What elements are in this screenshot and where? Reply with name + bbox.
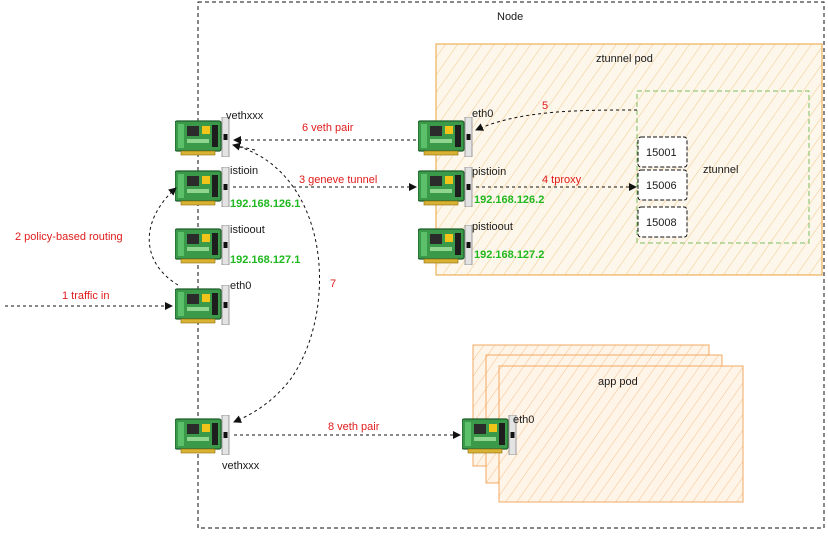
- step-1-label: 1 traffic in: [62, 290, 110, 302]
- ztunnel-container-title: ztunnel: [703, 164, 738, 176]
- ztunnel-iface-pistioin-ip: 192.168.126.2: [474, 194, 544, 206]
- node-iface-eth0: eth0: [230, 280, 251, 292]
- app-pod-iface-eth0: eth0: [513, 414, 534, 426]
- port-15001-label: 15001: [646, 147, 677, 159]
- port-box-15001: [637, 136, 688, 168]
- port-15006-label: 15006: [646, 180, 677, 192]
- ztunnel-iface-eth0: eth0: [472, 108, 493, 120]
- port-box-15008: [637, 206, 688, 238]
- app-pod-title: app pod: [598, 376, 638, 388]
- network-card-icon: [175, 117, 230, 157]
- step-2-label: 2 policy-based routing: [15, 231, 123, 243]
- node-iface-istioout: istioout: [230, 224, 265, 236]
- ztunnel-pod-title: ztunnel pod: [596, 53, 653, 65]
- step-8-label: 8 veth pair: [328, 421, 380, 433]
- network-card-icon: [175, 285, 230, 325]
- node-iface-istioin: istioin: [230, 165, 258, 177]
- node-iface-vethxxx-bottom: vethxxx: [222, 460, 260, 472]
- step-4-label: 4 tproxy: [542, 174, 582, 186]
- network-card-icon: [175, 415, 230, 455]
- network-card-icon: [175, 167, 230, 207]
- node-iface-istioout-ip: 192.168.127.1: [230, 254, 300, 266]
- step-7-label: 7: [330, 278, 336, 290]
- arrow-step-5: [475, 109, 638, 131]
- port-box-15006: [637, 169, 688, 201]
- node-boundary: [197, 1, 825, 529]
- step-5-label: 5: [542, 100, 548, 112]
- app-pod-box-front: [498, 365, 744, 503]
- node-title: Node: [497, 11, 523, 23]
- arrow-step-7-head-top: [232, 142, 256, 151]
- ztunnel-pod-box: [435, 43, 823, 276]
- step-3-label: 3 geneve tunnel: [299, 174, 377, 186]
- node-iface-istioin-ip: 192.168.126.1: [230, 198, 300, 210]
- step-6-label: 6 veth pair: [302, 122, 354, 134]
- ztunnel-iface-pistioin: pistioin: [472, 166, 506, 178]
- arrow-step-2: [148, 187, 179, 286]
- arrow-step-7: [232, 144, 320, 423]
- port-15008-label: 15008: [646, 217, 677, 229]
- network-card-icon: [175, 225, 230, 265]
- ztunnel-container-box: [636, 90, 810, 244]
- ztunnel-iface-pistioout: pistioout: [472, 221, 513, 233]
- ztunnel-iface-pistioout-ip: 192.168.127.2: [474, 249, 544, 261]
- node-iface-vethxxx-top: vethxxx: [226, 110, 264, 122]
